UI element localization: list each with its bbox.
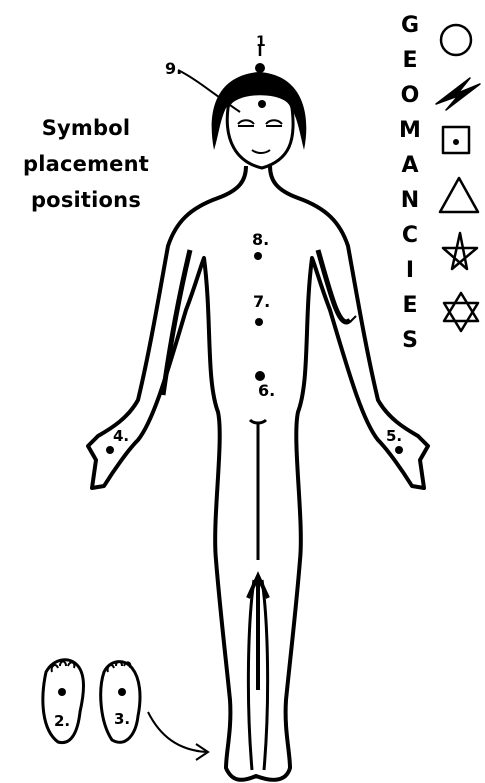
position-5-dot <box>395 446 403 454</box>
inner-leg-right <box>262 580 268 770</box>
position-7-label: 7. <box>253 292 270 311</box>
position-1-label: 1 <box>256 34 266 50</box>
position-6-label: 6. <box>258 381 275 400</box>
position-4-dot <box>106 446 114 454</box>
position-8-dot <box>254 252 262 260</box>
crotch-line <box>250 420 266 560</box>
position-7-dot <box>255 318 263 326</box>
right-arm-tick <box>350 316 356 322</box>
left-arm-shadow <box>163 250 190 395</box>
right-foot-sole <box>101 662 140 743</box>
position-6-dot <box>255 371 265 381</box>
position-2-dot <box>58 688 66 696</box>
zigzag-icon <box>436 78 480 110</box>
position-3-label: 3. <box>114 710 130 728</box>
position-8-label: 8. <box>252 230 269 249</box>
pentagram-icon <box>443 233 477 269</box>
position-5-label: 5. <box>386 427 402 445</box>
inner-leg-left <box>248 580 254 770</box>
position-9-dot <box>258 100 266 108</box>
soles-to-feet-arrow <box>148 712 208 760</box>
circle-icon <box>441 25 471 55</box>
up-arrow <box>248 576 268 690</box>
hexagram-icon <box>444 293 478 331</box>
position-2-label: 2. <box>54 712 70 730</box>
position-1-dot <box>255 63 265 73</box>
position-3-dot <box>118 688 126 696</box>
position-9-label: 9. <box>165 59 182 78</box>
position-4-label: 4. <box>113 427 129 445</box>
left-foot-sole <box>43 660 84 743</box>
square-with-dot-icon <box>443 127 469 153</box>
triangle-icon <box>440 178 478 212</box>
